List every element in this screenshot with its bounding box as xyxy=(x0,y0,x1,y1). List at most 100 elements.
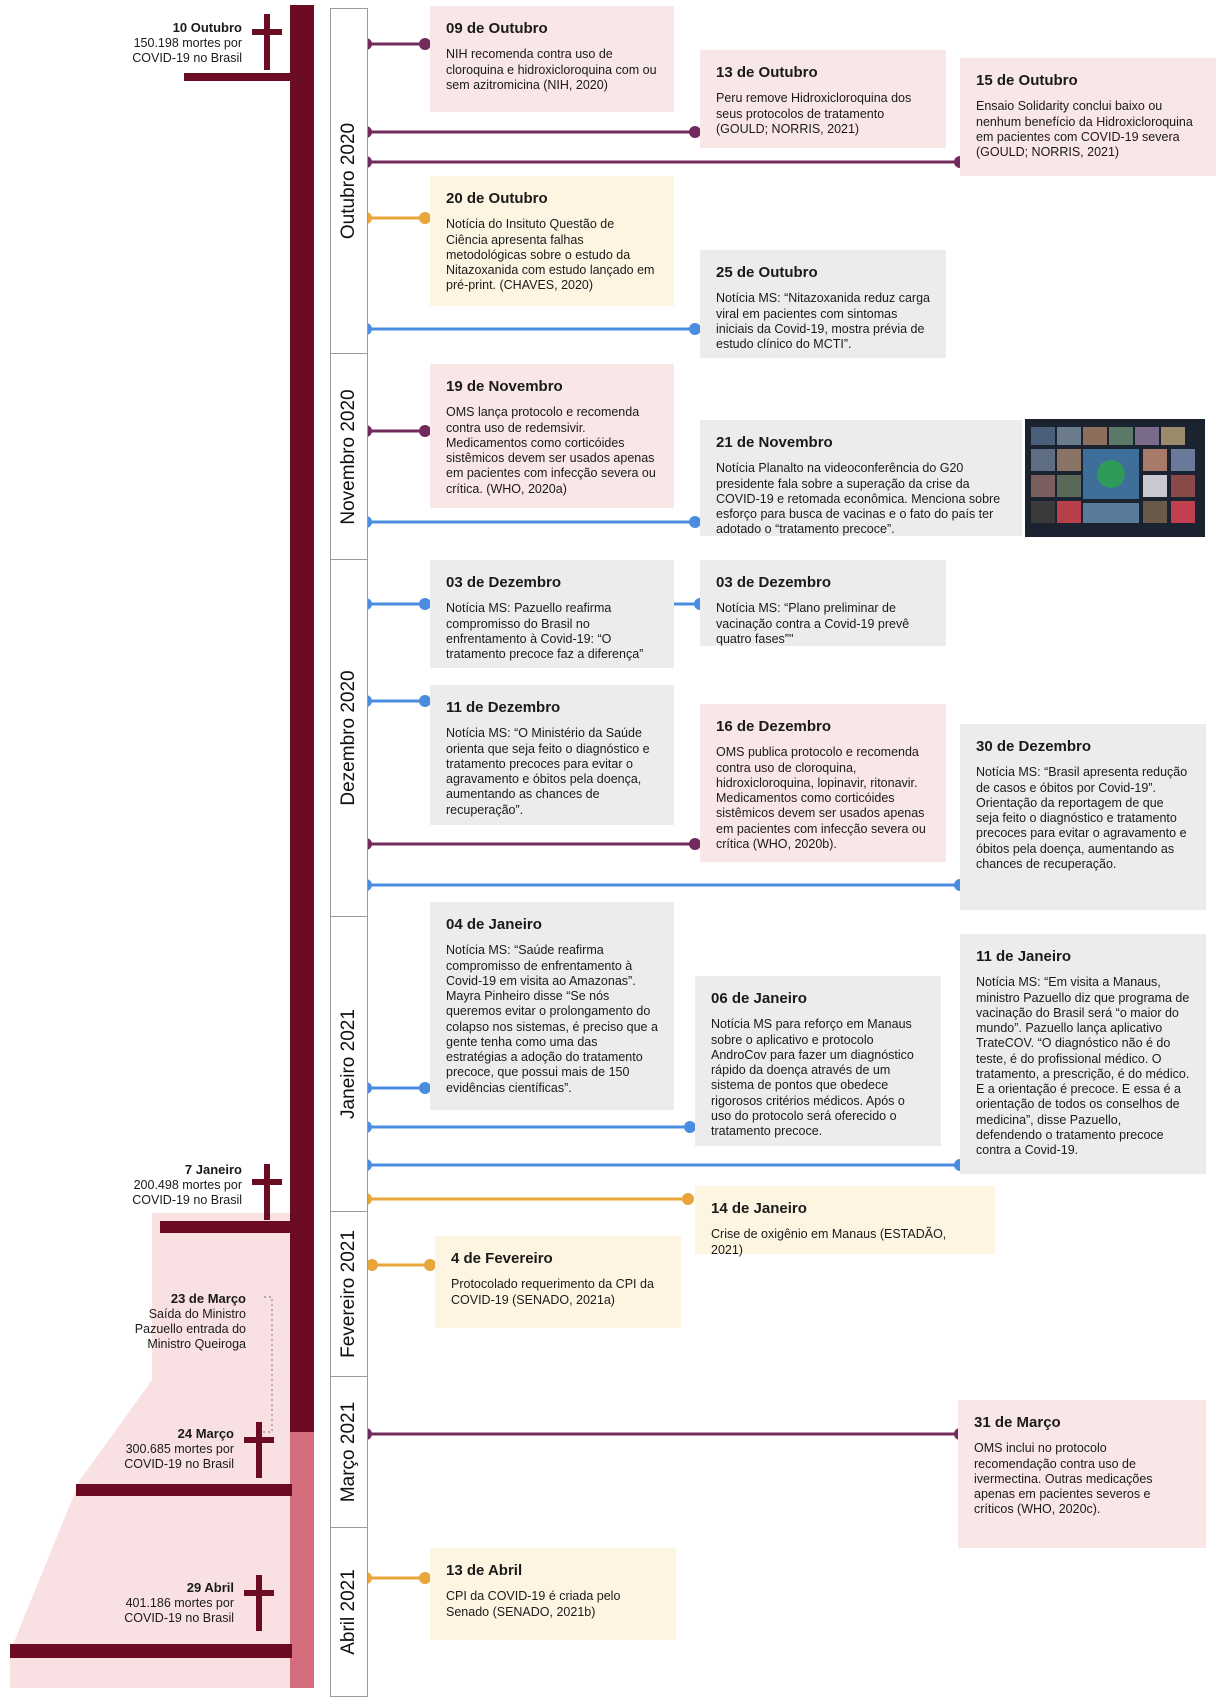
event-text: Notícia MS: “Plano preliminar de vacinaç… xyxy=(716,601,910,646)
cross-icon xyxy=(252,14,282,70)
death-count: 200.498 mortes por xyxy=(133,1178,242,1192)
month-janeiro-2021: Janeiro 2021 xyxy=(330,916,368,1212)
connector-blue-03-dezembro xyxy=(360,598,431,610)
event-text: OMS inclui no protocolo recomendação con… xyxy=(974,1441,1153,1517)
event-card-06-janeiro: 06 de Janeiro Notícia MS para reforço em… xyxy=(695,976,941,1146)
month-dezembro-2020: Dezembro 2020 xyxy=(330,559,368,917)
month-label: Março 2021 xyxy=(338,1401,359,1503)
event-text: OMS lança protocolo e recomenda contra u… xyxy=(446,405,656,496)
event-card-13-outubro: 13 de Outubro Peru remove Hidroxicloroqu… xyxy=(700,50,946,148)
event-text: NIH recomenda contra uso de cloroquina e… xyxy=(446,47,657,92)
event-title: 16 de Dezembro xyxy=(716,718,832,735)
month-abril-2021: Abril 2021 xyxy=(330,1527,368,1697)
event-text: Notícia Planalto na videoconferência do … xyxy=(716,461,1001,537)
event-text: Notícia MS: “O Ministério da Saúde orien… xyxy=(446,726,650,817)
event-title: 20 de Outubro xyxy=(446,190,548,207)
event-card-11-dezembro: 11 de Dezembro Notícia MS: “O Ministério… xyxy=(430,685,674,825)
connector-blue-30-dezembro xyxy=(360,879,966,891)
event-card-30-dezembro: 30 de Dezembro Notícia MS: “Brasil apres… xyxy=(960,724,1206,910)
connector-blue-21-novembro xyxy=(360,516,701,528)
death-date: 10 Outubro xyxy=(172,20,242,35)
month-label: Fevereiro 2021 xyxy=(338,1230,359,1358)
cross-icon xyxy=(244,1575,274,1631)
videoconference-grid-image xyxy=(1025,419,1205,537)
connector-purple-15-outubro xyxy=(360,156,966,168)
event-title: 15 de Outubro xyxy=(976,72,1078,89)
death-bar-april xyxy=(10,1644,292,1658)
event-card-20-outubro: 20 de Outubro Notícia do Insituto Questã… xyxy=(430,176,674,306)
connector-blue-06-janeiro xyxy=(360,1121,696,1133)
event-title: 03 de Dezembro xyxy=(716,574,832,591)
death-date: 24 Março xyxy=(177,1426,234,1441)
event-card-16-dezembro: 16 de Dezembro OMS publica protocolo e r… xyxy=(700,704,946,862)
death-marker-abril: 29 Abril 401.186 mortes por COVID-19 no … xyxy=(90,1580,234,1626)
death-marker-outubro: 10 Outubro 150.198 mortes por COVID-19 n… xyxy=(100,20,242,66)
connector-purple-16-dezembro xyxy=(360,838,701,850)
connector-blue-11-janeiro xyxy=(360,1159,966,1171)
event-card-09-outubro: 09 de Outubro NIH recomenda contra uso d… xyxy=(430,6,674,112)
event-title: 4 de Fevereiro xyxy=(451,1250,553,1267)
event-title: 06 de Janeiro xyxy=(711,990,807,1007)
minister-change-connector xyxy=(262,1296,273,1433)
event-text: Ensaio Solidarity conclui baixo ou nenhu… xyxy=(976,99,1193,160)
event-title: 13 de Outubro xyxy=(716,64,818,81)
event-title: 13 de Abril xyxy=(446,1562,523,1579)
month-outubro-2020: Outubro 2020 xyxy=(330,8,368,354)
g20-videoconference-photo xyxy=(1025,419,1205,537)
event-card-19-novembro: 19 de Novembro OMS lança protocolo e rec… xyxy=(430,364,674,508)
event-title: 04 de Janeiro xyxy=(446,916,542,933)
connector-orange-14-janeiro xyxy=(360,1193,694,1205)
minister-change-line: Saída do Ministro xyxy=(148,1307,246,1321)
connector-purple-31-marco xyxy=(360,1428,966,1440)
connector-purple-13-outubro xyxy=(360,126,701,138)
event-card-03-dezembro: 03 de Dezembro Notícia MS: Pazuello reaf… xyxy=(430,560,674,668)
month-label: Janeiro 2021 xyxy=(338,1009,359,1119)
event-text: Notícia MS: “Nitazoxanida reduz carga vi… xyxy=(716,291,930,352)
event-text: Notícia MS: “Brasil apresenta redução de… xyxy=(976,765,1188,871)
event-text: Peru remove Hidroxicloroquina dos seus p… xyxy=(716,91,912,136)
event-text: Crise de oxigênio em Manaus (ESTADÃO, 20… xyxy=(711,1227,947,1257)
event-card-15-outubro: 15 de Outubro Ensaio Solidarity conclui … xyxy=(960,58,1216,176)
connector-orange-13-abril xyxy=(360,1572,431,1584)
death-bar-january xyxy=(160,1221,292,1233)
event-card-11-janeiro: 11 de Janeiro Notícia MS: “Em visita a M… xyxy=(960,934,1206,1174)
event-title: 25 de Outubro xyxy=(716,264,818,281)
connector-blue-25-outubro xyxy=(360,323,701,335)
death-place: COVID-19 no Brasil xyxy=(124,1457,234,1471)
connector-blue-04-janeiro xyxy=(360,1082,431,1094)
event-card-13-abril: 13 de Abril CPI da COVID-19 é criada pel… xyxy=(430,1548,676,1640)
event-title: 14 de Janeiro xyxy=(711,1200,807,1217)
month-label: Outubro 2020 xyxy=(338,122,359,240)
minister-change-date: 23 de Março xyxy=(170,1291,246,1306)
death-count: 401.186 mortes por xyxy=(125,1596,234,1610)
death-count: 150.198 mortes por xyxy=(133,36,242,50)
event-title: 03 de Dezembro xyxy=(446,574,562,591)
connector-blue-11-dezembro xyxy=(360,695,431,707)
connector-orange-20-outubro xyxy=(360,212,431,224)
minister-change-line: Pazuello entrada do xyxy=(134,1322,246,1336)
event-text: Notícia MS: Pazuello reafirma compromiss… xyxy=(446,601,644,662)
minister-change-note: 23 de Março Saída do Ministro Pazuello e… xyxy=(96,1291,246,1352)
death-bar-october xyxy=(184,73,292,81)
event-title: 31 de Março xyxy=(974,1414,1061,1431)
event-card-31-marco: 31 de Março OMS inclui no protocolo reco… xyxy=(958,1400,1206,1548)
event-text: CPI da COVID-19 é criada pelo Senado (SE… xyxy=(446,1589,621,1619)
month-fevereiro-2021: Fevereiro 2021 xyxy=(330,1211,368,1377)
event-text: Notícia MS para reforço em Manaus sobre … xyxy=(711,1017,914,1139)
event-card-03-dezembro-b: 03 de Dezembro Notícia MS: “Plano prelim… xyxy=(700,560,946,646)
death-place: COVID-19 no Brasil xyxy=(132,51,242,65)
month-label: Dezembro 2020 xyxy=(338,670,359,806)
death-marker-marco: 24 Março 300.685 mortes por COVID-19 no … xyxy=(90,1426,234,1472)
month-marco-2021: Março 2021 xyxy=(330,1376,368,1528)
event-title: 21 de Novembro xyxy=(716,434,833,451)
month-label: Abril 2021 xyxy=(338,1569,359,1655)
minister-change-line: Ministro Queiroga xyxy=(147,1337,246,1351)
month-label: Novembro 2020 xyxy=(338,388,359,525)
event-text: Notícia MS: “Em visita a Manaus, ministr… xyxy=(976,975,1190,1158)
connector-purple-19-novembro xyxy=(360,425,431,437)
death-place: COVID-19 no Brasil xyxy=(124,1611,234,1625)
cross-icon xyxy=(244,1422,274,1478)
event-title: 09 de Outubro xyxy=(446,20,548,37)
connector-orange-4-fevereiro xyxy=(366,1259,436,1271)
event-text: OMS publica protocolo e recomenda contra… xyxy=(716,745,926,851)
